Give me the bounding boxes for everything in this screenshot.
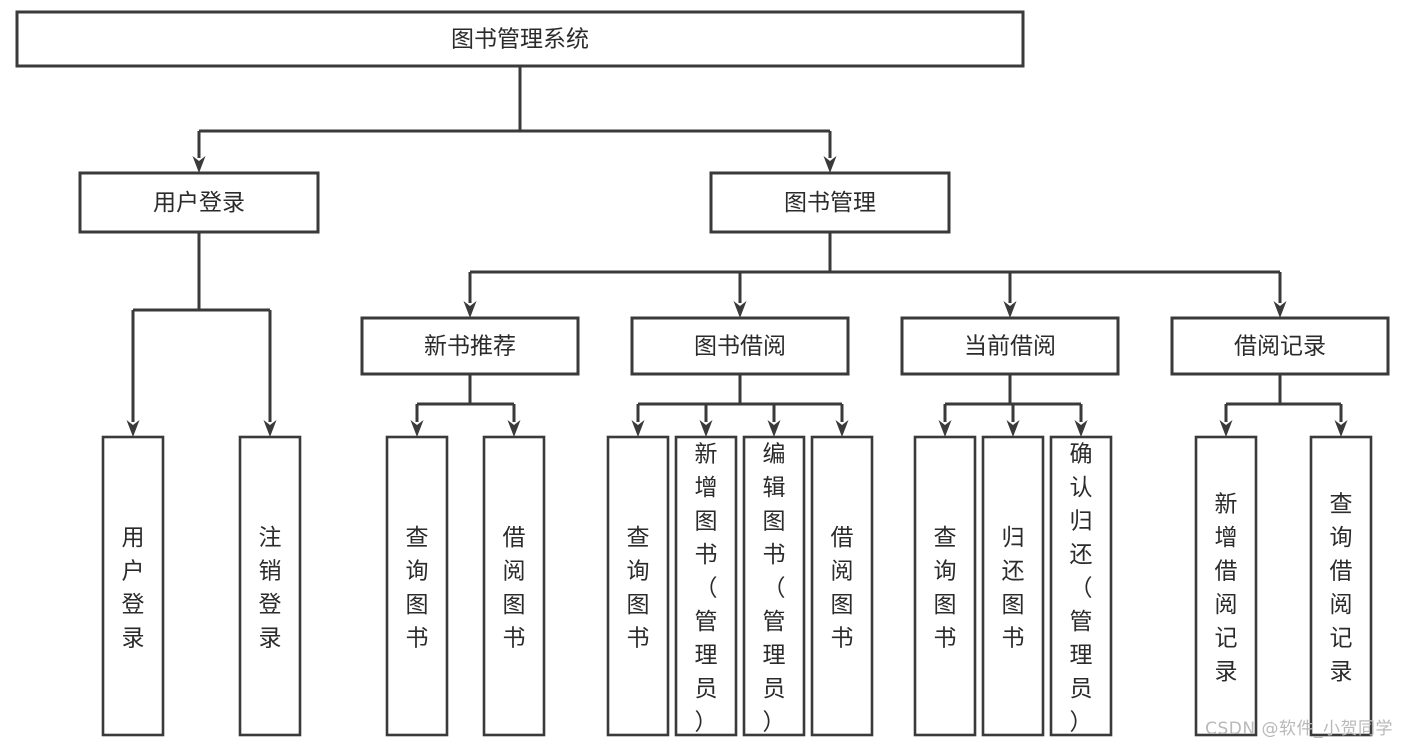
node-leaf-query-record[interactable]: 查询借阅记录 bbox=[1309, 435, 1373, 737]
node-box bbox=[742, 435, 806, 737]
node-leaf-borrow-book-1[interactable]: 借阅图书 bbox=[482, 435, 546, 737]
arrow-head-icon bbox=[507, 420, 521, 437]
arrow-head-icon bbox=[938, 420, 952, 437]
node-box bbox=[900, 316, 1120, 376]
node-label: 借阅图书 bbox=[503, 525, 526, 652]
arrow-head-icon bbox=[1006, 420, 1020, 437]
node-box bbox=[810, 435, 874, 737]
node-borrow-record[interactable]: 借阅记录 bbox=[1170, 316, 1390, 376]
node-label: 用户登录 bbox=[122, 525, 145, 652]
arrow-head-icon bbox=[1219, 420, 1233, 437]
node-book-manage[interactable]: 图书管理 bbox=[709, 171, 951, 234]
node-user-login[interactable]: 用户登录 bbox=[78, 171, 320, 234]
node-box bbox=[15, 10, 1025, 68]
node-layer: 图书管理系统用户登录图书管理新书推荐图书借阅当前借阅借阅记录用户登录注销登录查询… bbox=[15, 10, 1390, 737]
node-label: 查询图书 bbox=[934, 525, 957, 652]
node-box bbox=[1194, 435, 1258, 737]
arrow-head-icon bbox=[823, 156, 837, 173]
connector-group-book-borrow bbox=[631, 374, 849, 437]
connector-group-user-login bbox=[126, 232, 277, 437]
node-book-borrow[interactable]: 图书借阅 bbox=[630, 316, 850, 376]
connector-layer bbox=[126, 66, 1348, 437]
arrow-head-icon bbox=[410, 420, 424, 437]
node-box bbox=[238, 435, 302, 737]
arrow-head-icon bbox=[835, 420, 849, 437]
node-label: 新增图书（管理员） bbox=[695, 441, 718, 735]
node-label: 用户登录 bbox=[153, 190, 245, 216]
node-box bbox=[709, 171, 951, 234]
node-label: 编辑图书（管理员） bbox=[763, 441, 786, 735]
node-label: 查询图书 bbox=[627, 525, 650, 652]
node-label: 查询图书 bbox=[406, 525, 429, 652]
node-label: 借阅记录 bbox=[1234, 334, 1326, 360]
node-box bbox=[630, 316, 850, 376]
arrow-head-icon bbox=[1334, 420, 1348, 437]
node-label: 当前借阅 bbox=[964, 334, 1056, 360]
connector-group-current-borrow bbox=[938, 374, 1088, 437]
node-label: 新书推荐 bbox=[424, 334, 516, 360]
node-box bbox=[981, 435, 1045, 737]
arrow-head-icon bbox=[699, 420, 713, 437]
node-label: 图书管理系统 bbox=[451, 27, 589, 53]
arrow-head-icon bbox=[1074, 420, 1088, 437]
node-box bbox=[1049, 435, 1113, 737]
arrow-head-icon bbox=[1273, 301, 1287, 318]
node-label: 图书借阅 bbox=[694, 334, 786, 360]
node-box bbox=[913, 435, 977, 737]
node-leaf-add-record[interactable]: 新增借阅记录 bbox=[1194, 435, 1258, 737]
arrow-head-icon bbox=[463, 301, 477, 318]
arrow-head-icon bbox=[767, 420, 781, 437]
node-box bbox=[360, 316, 580, 376]
node-label: 查询借阅记录 bbox=[1330, 492, 1353, 686]
node-box bbox=[674, 435, 738, 737]
connector-group-new-book-rec bbox=[410, 374, 521, 437]
connector-group-book-manage bbox=[463, 232, 1287, 318]
arrow-head-icon bbox=[192, 156, 206, 173]
node-box bbox=[101, 435, 165, 737]
node-box bbox=[385, 435, 449, 737]
node-box bbox=[1309, 435, 1373, 737]
node-box bbox=[606, 435, 670, 737]
node-label: 图书管理 bbox=[784, 190, 876, 216]
arrow-head-icon bbox=[263, 420, 277, 437]
node-leaf-confirm-return[interactable]: 确认归还（管理员） bbox=[1049, 435, 1113, 737]
arrow-head-icon bbox=[1003, 301, 1017, 318]
node-label: 注销登录 bbox=[259, 525, 282, 652]
arrow-head-icon bbox=[126, 420, 140, 437]
node-box bbox=[482, 435, 546, 737]
node-new-book-rec[interactable]: 新书推荐 bbox=[360, 316, 580, 376]
node-label: 归还图书 bbox=[1002, 525, 1025, 652]
node-leaf-query-book-3[interactable]: 查询图书 bbox=[913, 435, 977, 737]
node-leaf-add-book[interactable]: 新增图书（管理员） bbox=[674, 435, 738, 737]
arrow-head-icon bbox=[733, 301, 747, 318]
node-label: 确认归还（管理员） bbox=[1070, 441, 1093, 735]
node-label: 借阅图书 bbox=[831, 525, 854, 652]
node-current-borrow[interactable]: 当前借阅 bbox=[900, 316, 1120, 376]
node-leaf-query-book-2[interactable]: 查询图书 bbox=[606, 435, 670, 737]
node-box bbox=[1170, 316, 1390, 376]
node-label: 新增借阅记录 bbox=[1215, 492, 1238, 686]
connector-group-root bbox=[192, 66, 837, 173]
node-leaf-return-book[interactable]: 归还图书 bbox=[981, 435, 1045, 737]
node-leaf-user-login[interactable]: 用户登录 bbox=[101, 435, 165, 737]
node-box bbox=[78, 171, 320, 234]
arrow-head-icon bbox=[631, 420, 645, 437]
node-root[interactable]: 图书管理系统 bbox=[15, 10, 1025, 68]
connector-group-borrow-record bbox=[1219, 374, 1348, 437]
node-leaf-logout[interactable]: 注销登录 bbox=[238, 435, 302, 737]
node-leaf-borrow-book-2[interactable]: 借阅图书 bbox=[810, 435, 874, 737]
node-leaf-edit-book[interactable]: 编辑图书（管理员） bbox=[742, 435, 806, 737]
node-leaf-query-book-1[interactable]: 查询图书 bbox=[385, 435, 449, 737]
